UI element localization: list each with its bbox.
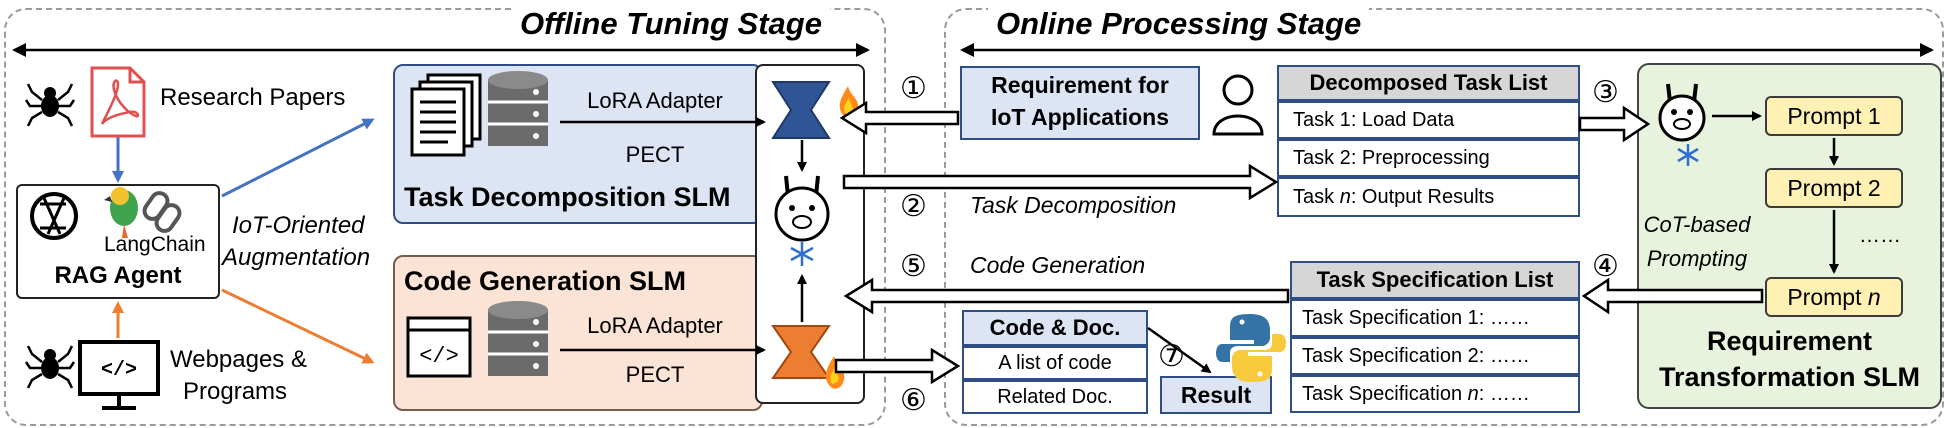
llama-icon-2 — [1658, 83, 1706, 142]
spec-item-1: Task Specification 1: …… — [1290, 299, 1580, 337]
decomposed-task-2: Task 2: Preprocessing — [1277, 139, 1580, 177]
code-doc-header: Code & Doc. — [962, 310, 1148, 346]
spec-item-n: Task Specification n: …… — [1290, 375, 1580, 413]
spec-list-header: Task Specification List — [1290, 261, 1580, 299]
user-icon — [1212, 74, 1264, 136]
result-box: Result — [1160, 376, 1272, 414]
decomposed-list-header: Decomposed Task List — [1277, 65, 1580, 101]
requirement-line-1: Requirement for — [991, 72, 1169, 98]
code-generation-label: Code Generation — [970, 252, 1146, 278]
prompt-2: Prompt 2 — [1765, 168, 1903, 208]
offline-stage-title: Offline Tuning Stage — [512, 6, 830, 42]
monitor-code-icon: </> — [78, 340, 160, 410]
req-transform-title-1: Requirement — [1706, 326, 1873, 356]
snowflake-icon-2 — [1677, 144, 1699, 166]
webpages-label-1: Webpages & — [170, 346, 307, 373]
svg-text:</>: </> — [419, 344, 459, 369]
task-decomposition-slm-title: Task Decomposition SLM — [404, 182, 731, 212]
prompt-ellipsis: …… — [1859, 224, 1901, 247]
arrow-spec-to-llama — [843, 277, 1290, 315]
pect-label-1: PECT — [625, 142, 685, 167]
snowflake-icon — [790, 242, 814, 266]
step-marker-3: ③ — [1592, 76, 1619, 109]
augmentation-label-1: IoT-Oriented — [232, 212, 365, 239]
agent-to-code-slm-arrow — [221, 288, 375, 364]
spec-item-2: Task Specification 2: …… — [1290, 337, 1580, 375]
code-generation-slm-title: Code Generation SLM — [404, 266, 687, 296]
documents-icon — [410, 73, 482, 157]
prompt-1: Prompt 1 — [1765, 96, 1903, 136]
offline-stage-frame — [4, 8, 886, 426]
arrow-adapter-to-codedoc — [834, 347, 961, 385]
arrow-decomposed-to-llama — [1578, 105, 1651, 143]
webpages-label-2: Programs — [183, 378, 288, 405]
database-icon — [488, 71, 548, 146]
spider-icon — [24, 83, 76, 127]
step-marker-1: ① — [900, 72, 927, 105]
rag-agent-label: RAG Agent — [54, 262, 182, 289]
adapter-blue-icon — [771, 81, 831, 139]
codedoc-to-result-arrow — [1147, 326, 1212, 374]
task-decomposition-label: Task Decomposition — [970, 192, 1177, 218]
decomposed-task-1: Task 1: Load Data — [1277, 101, 1580, 139]
adapter-orange-icon — [771, 325, 831, 379]
pect-label-2: PECT — [625, 362, 685, 387]
pdf-icon — [90, 66, 146, 138]
prompt-n: Prompt n — [1765, 277, 1903, 317]
svg-text:</>: </> — [101, 359, 137, 382]
openai-icon — [30, 192, 78, 240]
database-icon-2 — [488, 301, 548, 376]
llama-icon — [774, 175, 830, 242]
research-papers-label: Research Papers — [160, 84, 346, 111]
cot-label-1: CoT-based — [1643, 212, 1751, 237]
step-marker-7: ⑦ — [1158, 340, 1185, 373]
spider-icon-2 — [24, 345, 76, 389]
requirement-box — [960, 66, 1200, 140]
agent-to-task-slm-arrow — [221, 118, 375, 198]
requirement-line-2: IoT Applications — [990, 104, 1170, 130]
parrot-icon — [104, 187, 138, 238]
chain-link-icon — [142, 191, 182, 233]
online-stage-frame — [944, 8, 1944, 426]
arrow-llama-to-decomposed — [842, 163, 1279, 201]
augmentation-label-2: Augmentation — [222, 244, 371, 271]
lora-adapter-label-2: LoRA Adapter — [587, 313, 723, 338]
python-icon — [1216, 314, 1286, 382]
code-doc-item-code: A list of code — [962, 346, 1148, 380]
step-marker-4: ④ — [1592, 250, 1619, 283]
code-doc-item-doc: Related Doc. — [962, 380, 1148, 414]
arrow-prompt-to-spec — [1581, 277, 1764, 315]
decomposed-task-n: Task n: Output Results — [1277, 177, 1580, 217]
lora-adapter-label-1: LoRA Adapter — [587, 88, 723, 113]
cot-label-2: Prompting — [1646, 246, 1748, 271]
step-marker-2: ② — [900, 190, 927, 223]
code-window-icon: </> — [406, 316, 472, 378]
step-marker-6: ⑥ — [900, 384, 927, 417]
step-marker-5: ⑤ — [900, 250, 927, 283]
online-stage-title: Online Processing Stage — [988, 6, 1370, 42]
langchain-label: LangChain — [104, 233, 206, 256]
req-transform-title-2: Transformation SLM — [1658, 362, 1921, 392]
arrow-requirement-to-adapter — [839, 100, 960, 136]
